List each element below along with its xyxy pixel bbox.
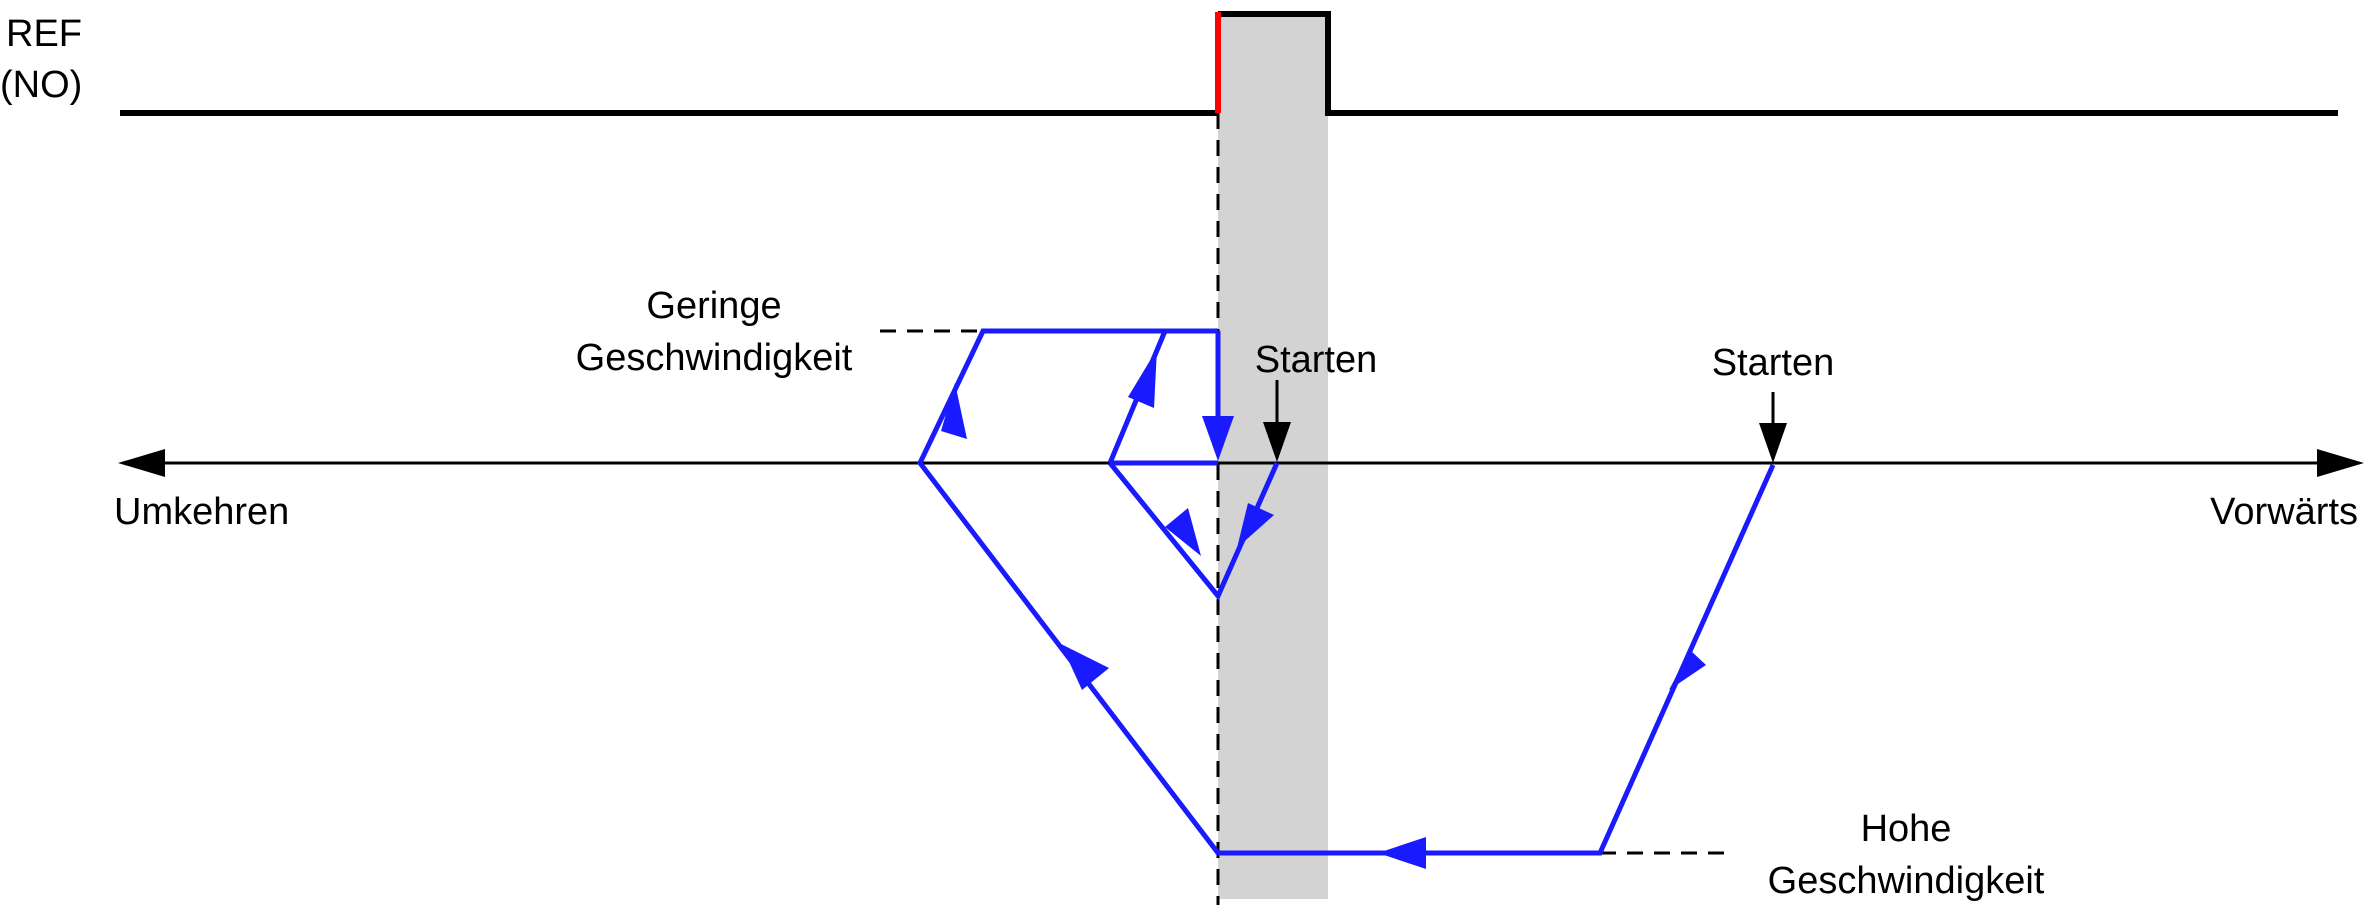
low-speed-label-line2: Geschwindigkeit — [576, 337, 853, 379]
arrow-return-icon — [1237, 503, 1274, 548]
axis-arrow-right-icon — [2317, 449, 2364, 477]
start-label-far: Starten — [1712, 342, 1835, 384]
arrow-reverse-up-icon — [1061, 644, 1109, 690]
axis-right-label: Vorwärts — [2210, 491, 2358, 533]
switch-active-zone — [1218, 14, 1328, 899]
arrow-low-left-icon — [941, 383, 967, 439]
arrow-low-inner-icon — [1128, 349, 1157, 408]
signal-name-line2: (NO) — [0, 64, 82, 106]
signal-name-line1: REF — [6, 13, 82, 55]
axis-arrow-left-icon — [118, 449, 165, 477]
high-speed-label-line1: Hohe — [1861, 808, 1952, 850]
arrow-inner-down-icon — [1165, 508, 1201, 556]
arrow-down-to-axis-icon — [1202, 416, 1234, 461]
trajectory-arrowheads — [941, 349, 1706, 869]
axis-left-label: Umkehren — [114, 491, 289, 533]
start-label-near: Starten — [1255, 339, 1378, 381]
arrow-high-speed-icon — [1378, 837, 1426, 869]
start-arrow-near-icon — [1263, 422, 1291, 462]
homing-trajectory — [917, 328, 1776, 856]
start-arrow-far-icon — [1759, 423, 1787, 463]
high-speed-label-line2: Geschwindigkeit — [1768, 860, 2045, 902]
low-speed-label-line1: Geringe — [646, 285, 781, 327]
ref-signal-line — [120, 11, 2338, 116]
arrow-high-descend-icon — [1669, 650, 1706, 690]
